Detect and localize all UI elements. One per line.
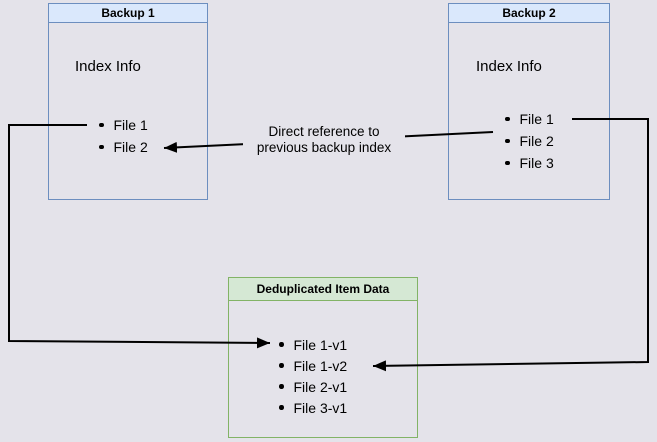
backup2-title: Backup 2 xyxy=(449,4,609,23)
direct-reference-label-line2: previous backup index xyxy=(256,140,392,155)
bullet-dot xyxy=(279,405,284,410)
list-item: File 2 xyxy=(99,136,148,158)
list-item: File 3 xyxy=(505,152,554,174)
list-item: File 1-v1 xyxy=(279,334,347,355)
bullet-dot xyxy=(99,144,104,150)
file-label: File 1 xyxy=(519,111,554,127)
list-item: File 1 xyxy=(99,114,148,136)
file-label: File 1-v1 xyxy=(293,336,348,353)
file-label: File 1 xyxy=(113,117,148,133)
backup1-index-info-label: Index Info xyxy=(75,58,141,75)
direct-reference-label-line1: Direct reference to xyxy=(268,124,380,139)
bullet-dot xyxy=(279,384,284,389)
list-item: File 1 xyxy=(505,108,554,130)
backup1-title: Backup 1 xyxy=(49,4,207,23)
list-item: File 2 xyxy=(505,130,554,152)
file-label: File 2-v1 xyxy=(293,378,348,395)
backup1-node: Backup 1 Index Info File 1 File 2 xyxy=(48,3,208,200)
bullet-dot xyxy=(279,342,284,347)
file-label: File 2 xyxy=(519,133,554,149)
backup2-file-list: File 1 File 2 File 3 xyxy=(505,108,554,174)
list-item: File 2-v1 xyxy=(279,376,347,397)
bullet-dot xyxy=(505,138,510,144)
direct-reference-label: Direct reference to previous backup inde… xyxy=(243,123,405,157)
list-item: File 1-v2 xyxy=(279,355,347,376)
bullet-dot xyxy=(505,160,510,166)
backup1-file-list: File 1 File 2 xyxy=(99,114,148,158)
file-label: File 1-v2 xyxy=(293,357,348,374)
dedup-title: Deduplicated Item Data xyxy=(229,278,417,301)
dedup-file-list: File 1-v1 File 1-v2 File 2-v1 File 3-v1 xyxy=(279,334,347,418)
list-item: File 3-v1 xyxy=(279,397,347,418)
backup2-node: Backup 2 Index Info File 1 File 2 File 3 xyxy=(448,3,610,200)
bullet-dot xyxy=(505,116,510,122)
file-label: File 3-v1 xyxy=(293,399,348,416)
bullet-dot xyxy=(99,122,104,128)
backup2-index-info-label: Index Info xyxy=(476,58,542,75)
file-label: File 3 xyxy=(519,155,554,171)
file-label: File 2 xyxy=(113,139,148,155)
deduplicated-item-data-node: Deduplicated Item Data File 1-v1 File 1-… xyxy=(228,277,418,438)
bullet-dot xyxy=(279,363,284,368)
